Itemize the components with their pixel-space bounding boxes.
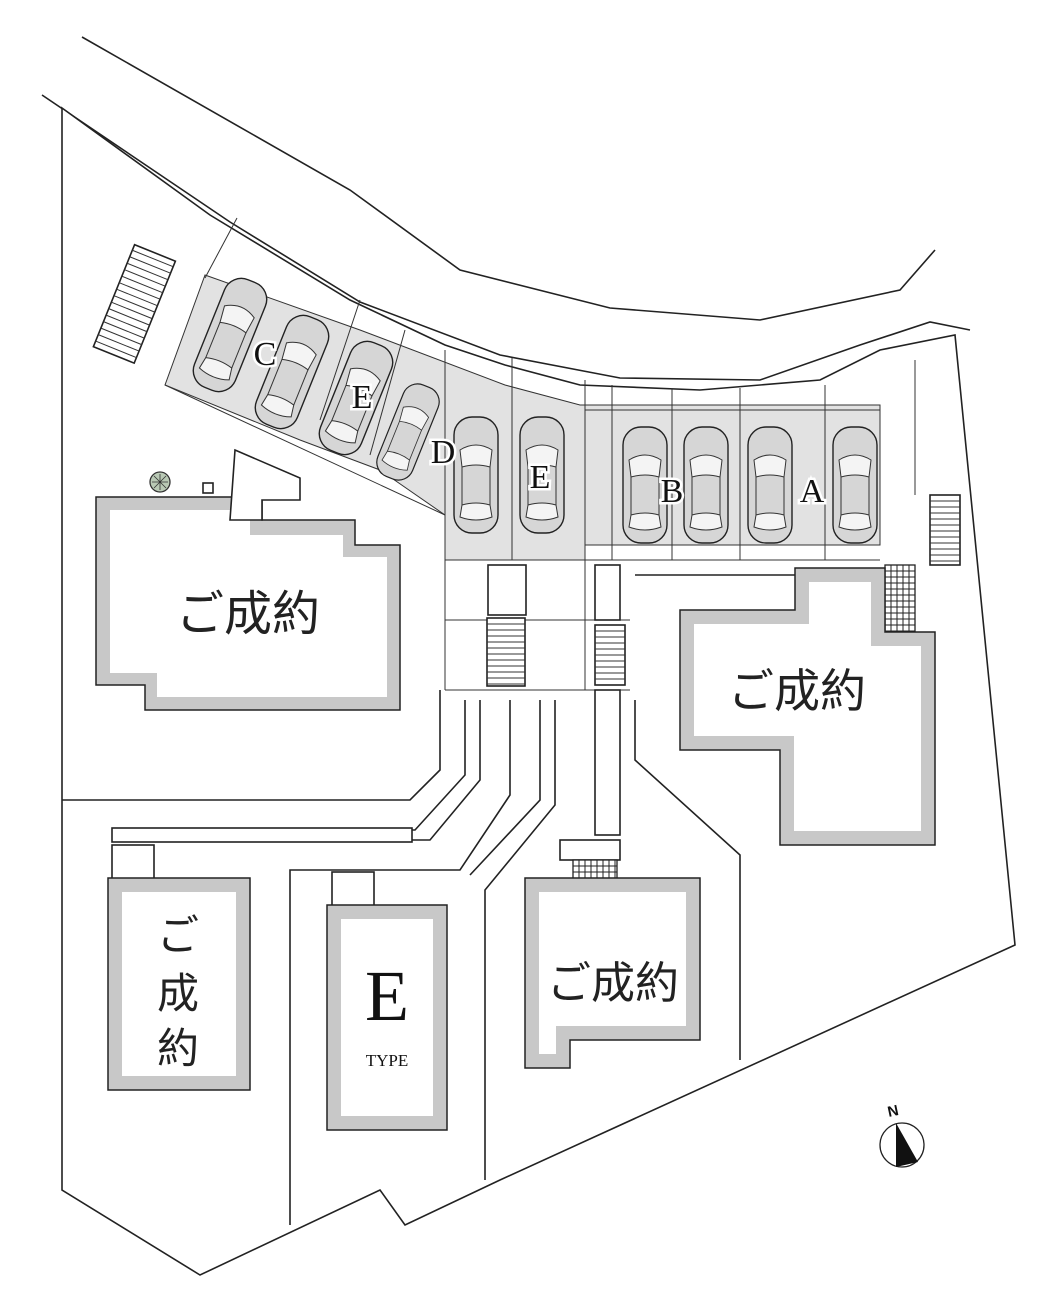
north-compass-icon: N: [879, 1102, 925, 1168]
lot-south-status: ご成約: [547, 958, 679, 1009]
house-northwest: [95, 448, 401, 711]
car-icon: [683, 426, 729, 544]
car-icon: [747, 426, 793, 544]
house-e-type: [326, 904, 448, 1131]
car-icon: [622, 426, 668, 544]
tree-icon: [149, 471, 171, 493]
house-south: [524, 877, 701, 1069]
parking-label-e1: E: [352, 379, 373, 416]
house-east: [679, 567, 936, 846]
lot-southwest-status-1: ご: [157, 911, 199, 960]
parking-label-d: D: [431, 434, 456, 471]
car-icon: [192, 277, 268, 393]
car-icon: [519, 416, 565, 534]
car-icon: [453, 416, 499, 534]
parking-label-b: B: [661, 473, 684, 510]
car-icon: [832, 426, 878, 544]
lot-east-status: ご成約: [728, 664, 866, 718]
lot-northwest-status: ご成約: [176, 586, 320, 642]
parking-label-e2: E: [530, 459, 551, 496]
lot-southwest-status-2: 成: [157, 969, 199, 1018]
parking-label-a: A: [800, 473, 825, 510]
road: [41, 36, 971, 381]
compass-label: N: [886, 1102, 900, 1121]
lot-southwest-status-3: 約: [157, 1024, 199, 1073]
car-icon: [318, 340, 394, 456]
car-icon: [376, 383, 440, 481]
walkways: [62, 564, 880, 1225]
lot-e-type-label: TYPE: [366, 1051, 409, 1070]
car-icon: [254, 314, 330, 430]
parking-label-c: C: [254, 336, 277, 373]
house-southwest: [107, 877, 251, 1091]
lot-e-letter: E: [365, 956, 409, 1036]
parked-cars: [192, 277, 878, 544]
stairs: [92, 243, 961, 687]
